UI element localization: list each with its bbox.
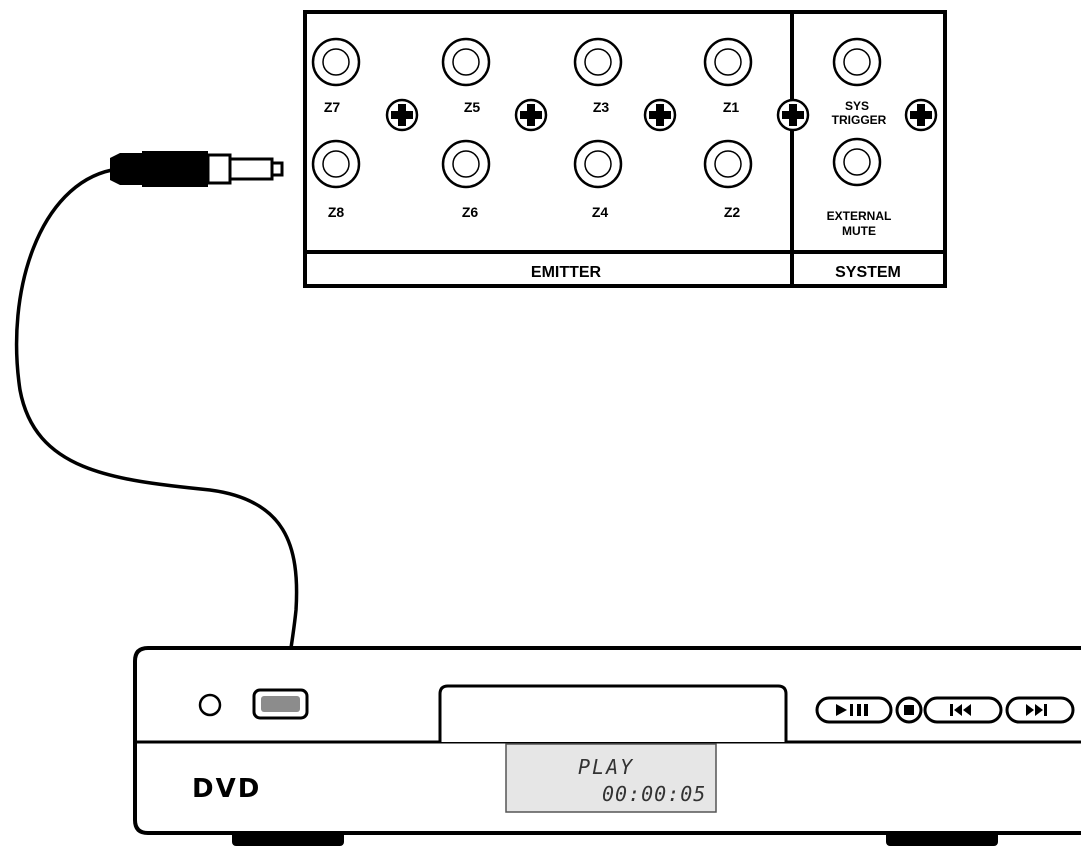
play-pause-button[interactable] [815, 696, 893, 724]
zone-label-z8: Z8 [328, 204, 345, 220]
plus-icon [904, 98, 938, 132]
jack-z4[interactable] [573, 139, 623, 189]
plus-icon [643, 98, 677, 132]
disc-tray[interactable] [438, 684, 788, 742]
zone-label-z4: Z4 [592, 204, 609, 220]
jack-z8[interactable] [311, 139, 361, 189]
next-button[interactable] [1005, 696, 1075, 724]
jack-sys-trigger[interactable] [832, 37, 882, 87]
display-time-text: 00:00:05 [602, 782, 706, 806]
sys-trigger-label-line2: TRIGGER [832, 113, 887, 127]
plus-icon [385, 98, 419, 132]
jack-z3[interactable] [573, 37, 623, 87]
emitter-wire [14, 168, 299, 693]
dvd-player: PLAY 00:00:05 DVD [133, 646, 1081, 846]
plus-icon [776, 98, 810, 132]
external-mute-label-line2: MUTE [842, 224, 876, 238]
ir-receiver-window [252, 688, 309, 720]
front-display [505, 743, 717, 813]
zone-label-z1: Z1 [723, 99, 740, 115]
jack-z2[interactable] [703, 139, 753, 189]
jack-z6[interactable] [441, 139, 491, 189]
emitter-plug[interactable] [110, 151, 284, 187]
jack-z7[interactable] [311, 37, 361, 87]
jack-external-mute[interactable] [832, 137, 882, 187]
connection-panel: Z7 Z5 Z3 Z1 Z8 Z6 Z4 Z2 SYS TRIGGER EXTE… [303, 10, 947, 288]
dvd-brand-logo: DVD [192, 774, 261, 804]
zone-label-z3: Z3 [593, 99, 610, 115]
sys-trigger-label-line1: SYS [845, 99, 869, 113]
stop-button[interactable] [895, 696, 923, 724]
emitter-section-label: EMITTER [531, 264, 602, 281]
previous-button[interactable] [923, 696, 1003, 724]
system-section-label: SYSTEM [835, 264, 901, 281]
zone-label-z5: Z5 [464, 99, 481, 115]
external-mute-label-line1: EXTERNAL [827, 209, 892, 223]
zone-label-z7: Z7 [324, 99, 341, 115]
jack-z5[interactable] [441, 37, 491, 87]
ir-emitter-cable [14, 151, 299, 693]
zone-label-z2: Z2 [724, 204, 741, 220]
power-indicator-icon [198, 693, 222, 717]
plus-icon [514, 98, 548, 132]
zone-label-z6: Z6 [462, 204, 479, 220]
jack-z1[interactable] [703, 37, 753, 87]
display-status-text: PLAY [578, 755, 634, 779]
